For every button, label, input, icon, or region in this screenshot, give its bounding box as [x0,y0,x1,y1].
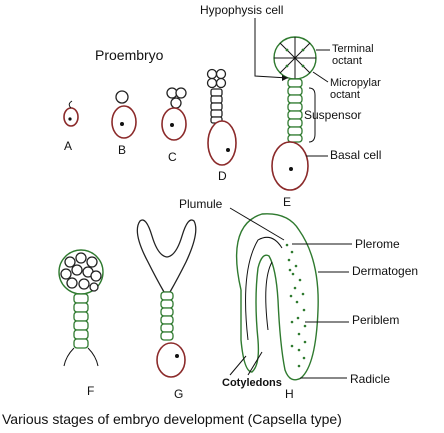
micropylar-octant-label: Micropylar octant [330,77,384,101]
stage-c-proembryo [161,87,187,141]
stage-f-embryo [58,249,104,367]
stage-b-proembryo [111,90,137,139]
suspensor-label: Suspensor [304,108,361,122]
proembryo-title: Proembryo [95,47,164,63]
seed-outline [235,213,319,381]
basal-cell-label: Basal cell [330,148,381,162]
terminal-octant-label: Terminal octant [332,43,377,67]
periblem-label: Periblem [352,313,399,327]
stage-e-proembryo [271,36,317,191]
stage-h-letter: H [285,387,294,401]
stage-a-letter: A [64,139,72,153]
stage-g-letter: G [174,387,183,401]
plerome-label: Plerome [355,237,400,251]
stage-b-letter: B [118,143,126,157]
stage-h-embryo [235,213,319,381]
stage-d-letter: D [218,169,227,183]
stage-e-letter: E [283,195,291,209]
stage-d-proembryo [206,68,237,166]
hypophysis-leader [254,18,289,79]
hypophysis-cell-label: Hypophysis cell [200,3,283,17]
dermatogen-label: Dermatogen [352,264,418,278]
plumule-label: Plumule [179,197,223,211]
caption: Various stages of embryo development (Ca… [2,411,342,427]
stage-c-letter: C [168,150,177,164]
suspensor-bracket [308,87,316,143]
cotyledons-label: Cotyledons [222,377,282,389]
stage-g-embryo [136,219,197,378]
stage-f-letter: F [87,384,94,398]
stage-a-proembryo [63,100,79,127]
periblem-dots [285,243,307,368]
radicle-label: Radicle [350,372,390,386]
